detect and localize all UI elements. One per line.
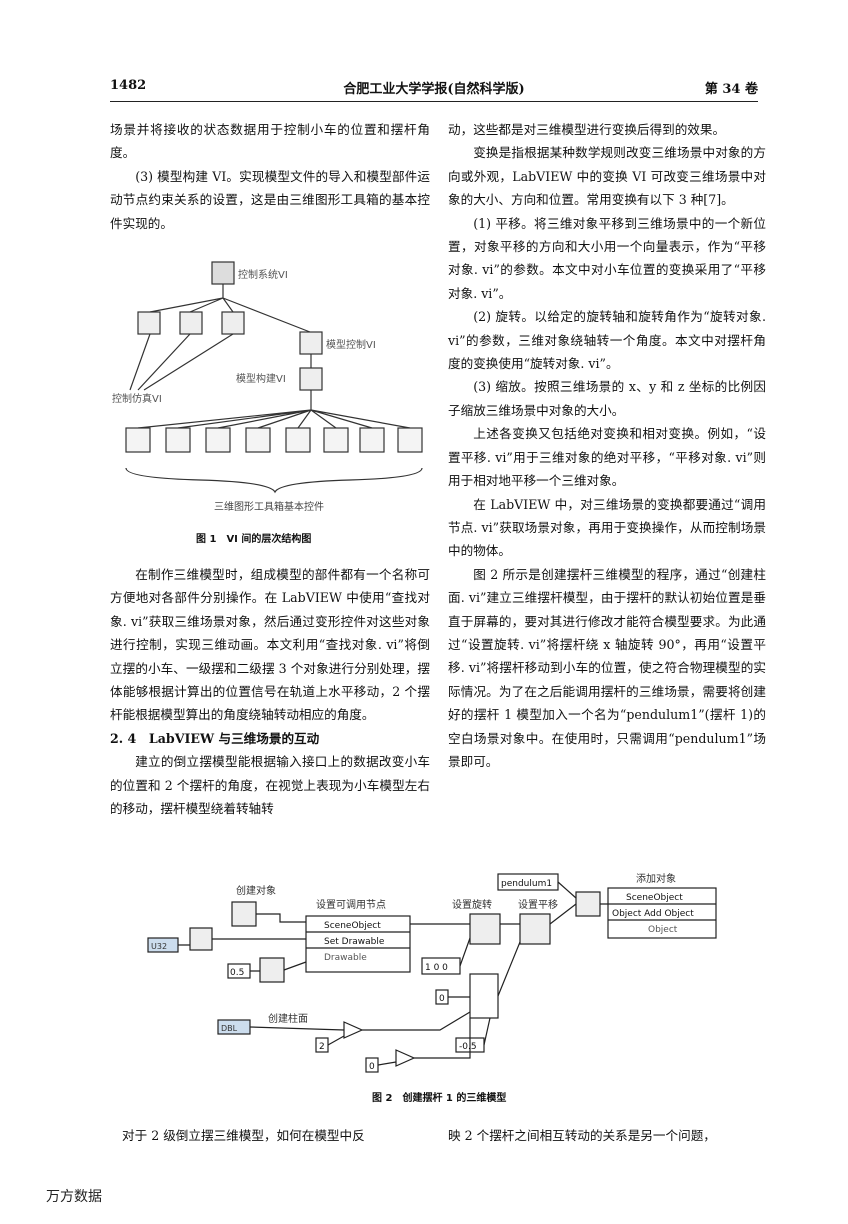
left-column-top: 场景并将接收的状态数据用于控制小车的位置和摆杆角度。 (3) 模型构建 VI。实… bbox=[110, 118, 430, 235]
const-dbl: DBL bbox=[221, 1024, 238, 1033]
label-control-sim: 控制仿真VI bbox=[112, 392, 162, 405]
paragraph: (1) 平移。将三维对象平移到三维场景中的一个新位置，对象平移的方向和大小用一个… bbox=[448, 215, 766, 301]
footer-watermark: 万方数据 bbox=[46, 1189, 102, 1205]
page-header: 1482 合肥工业大学学报(自然科学版) 第 34 卷 bbox=[110, 78, 758, 100]
node-set-drawable: Set Drawable bbox=[324, 937, 385, 947]
paragraph: 变换是指根据某种数学规则改变三维场景中对象的方向或外观，LabVIEW 中的变换… bbox=[448, 145, 766, 208]
label-set-rotation: 设置旋转 bbox=[452, 898, 492, 911]
label-model-build: 模型构建VI bbox=[236, 372, 286, 385]
bottom-right-line: 映 2 个摆杆之间相互转动的关系是另一个问题， bbox=[448, 1124, 766, 1147]
figure-2-caption: 图 2 创建摆杆 1 的三维模型 bbox=[372, 1093, 507, 1104]
paragraph: 上述各变换又包括绝对变换和相对变换。例如，“设置平移. vi”用于三维对象的绝对… bbox=[448, 426, 766, 489]
figure-1-caption: 图 1 VI 间的层次结构图 bbox=[196, 534, 312, 545]
paragraph: 在 LabVIEW 中，对三维场景的变换都要通过“调用节点. vi”获取场景对象… bbox=[448, 496, 766, 559]
label-toolbox: 三维图形工具箱基本控件 bbox=[214, 500, 324, 513]
node-object: Object bbox=[648, 925, 678, 935]
paragraph: (3) 模型构建 VI。实现模型文件的导入和模型部件运动节点约束关系的设置，这是… bbox=[110, 168, 430, 231]
paragraph: 在制作三维模型时，组成模型的部件都有一个名称可方便地对各部件分别操作。在 Lab… bbox=[110, 567, 430, 723]
const-0-5: 0.5 bbox=[230, 968, 244, 978]
paragraph: (2) 旋转。以给定的旋转轴和旋转角作为“旋转对象. vi”的参数，三维对象绕轴… bbox=[448, 309, 766, 372]
const-0b: 0 bbox=[369, 1062, 375, 1072]
volume-label: 第 34 卷 bbox=[704, 82, 758, 97]
label-set-invoke: 设置可调用节点 bbox=[316, 899, 386, 911]
figure-2-block-diagram: 创建对象 设置可调用节点 设置旋转 设置平移 添加对象 创建柱面 pendulu… bbox=[147, 872, 717, 1073]
node-add-object: Object Add Object bbox=[612, 909, 694, 919]
vi-icon-control-system bbox=[211, 261, 235, 285]
label-model-control: 模型控制VI bbox=[326, 338, 376, 351]
section-heading: 2. 4 LabVIEW 与三维场景的互动 bbox=[110, 730, 320, 746]
paragraph: 建立的倒立摆模型能根据输入接口上的数据改变小车的位置和 2 个摆杆的角度，在视觉… bbox=[110, 754, 430, 817]
const-neg-0-5: -0.5 bbox=[459, 1042, 477, 1052]
const-0a: 0 bbox=[439, 994, 445, 1004]
journal-title: 合肥工业大学学报(自然科学版) bbox=[343, 82, 525, 97]
node-scene-object: SceneObject bbox=[324, 921, 381, 931]
const-2: 2 bbox=[319, 1042, 325, 1052]
page-number: 1482 bbox=[110, 78, 147, 93]
paragraph: 对于 2 级倒立摆三维模型，如何在模型中反 bbox=[122, 1128, 365, 1143]
bottom-left-line: 对于 2 级倒立摆三维模型，如何在模型中反 bbox=[122, 1124, 432, 1147]
paragraph: 图 2 所示是创建摆杆三维模型的程序，通过“创建柱面. vi”建立三维摆杆模型，… bbox=[448, 566, 766, 769]
node-scene-object-2: SceneObject bbox=[626, 893, 683, 903]
header-rule bbox=[110, 101, 758, 102]
label-add-object: 添加对象 bbox=[636, 872, 676, 885]
label-create-cylinder: 创建柱面 bbox=[268, 1012, 308, 1025]
const-u32: U32 bbox=[151, 942, 167, 951]
label-create-object: 创建对象 bbox=[236, 884, 276, 897]
label-set-translation: 设置平移 bbox=[518, 898, 558, 911]
paragraph: 动，这些都是对三维模型进行变换后得到的效果。 bbox=[448, 122, 726, 137]
right-column: 动，这些都是对三维模型进行变换后得到的效果。 变换是指根据某种数学规则改变三维场… bbox=[448, 118, 766, 773]
node-drawable: Drawable bbox=[324, 953, 367, 963]
paragraph: 映 2 个摆杆之间相互转动的关系是另一个问题， bbox=[448, 1128, 716, 1143]
const-1-0-0: 1 0 0 bbox=[425, 963, 448, 973]
paragraph: (3) 缩放。按照三维场景的 x、y 和 z 坐标的比例因子缩放三维场景中对象的… bbox=[448, 379, 766, 418]
paragraph: 场景并将接收的状态数据用于控制小车的位置和摆杆角度。 bbox=[110, 122, 430, 161]
pendulum-tag: pendulum1 bbox=[501, 879, 552, 889]
label-control-system: 控制系统VI bbox=[238, 268, 288, 281]
left-column-bottom: 在制作三维模型时，组成模型的部件都有一个名称可方便地对各部件分别操作。在 Lab… bbox=[110, 563, 430, 820]
figure-1-hierarchy: 控制系统VI 模型控制VI 模型构建VI 控制仿真VI 三维图形工具箱基本控件 bbox=[112, 261, 423, 513]
